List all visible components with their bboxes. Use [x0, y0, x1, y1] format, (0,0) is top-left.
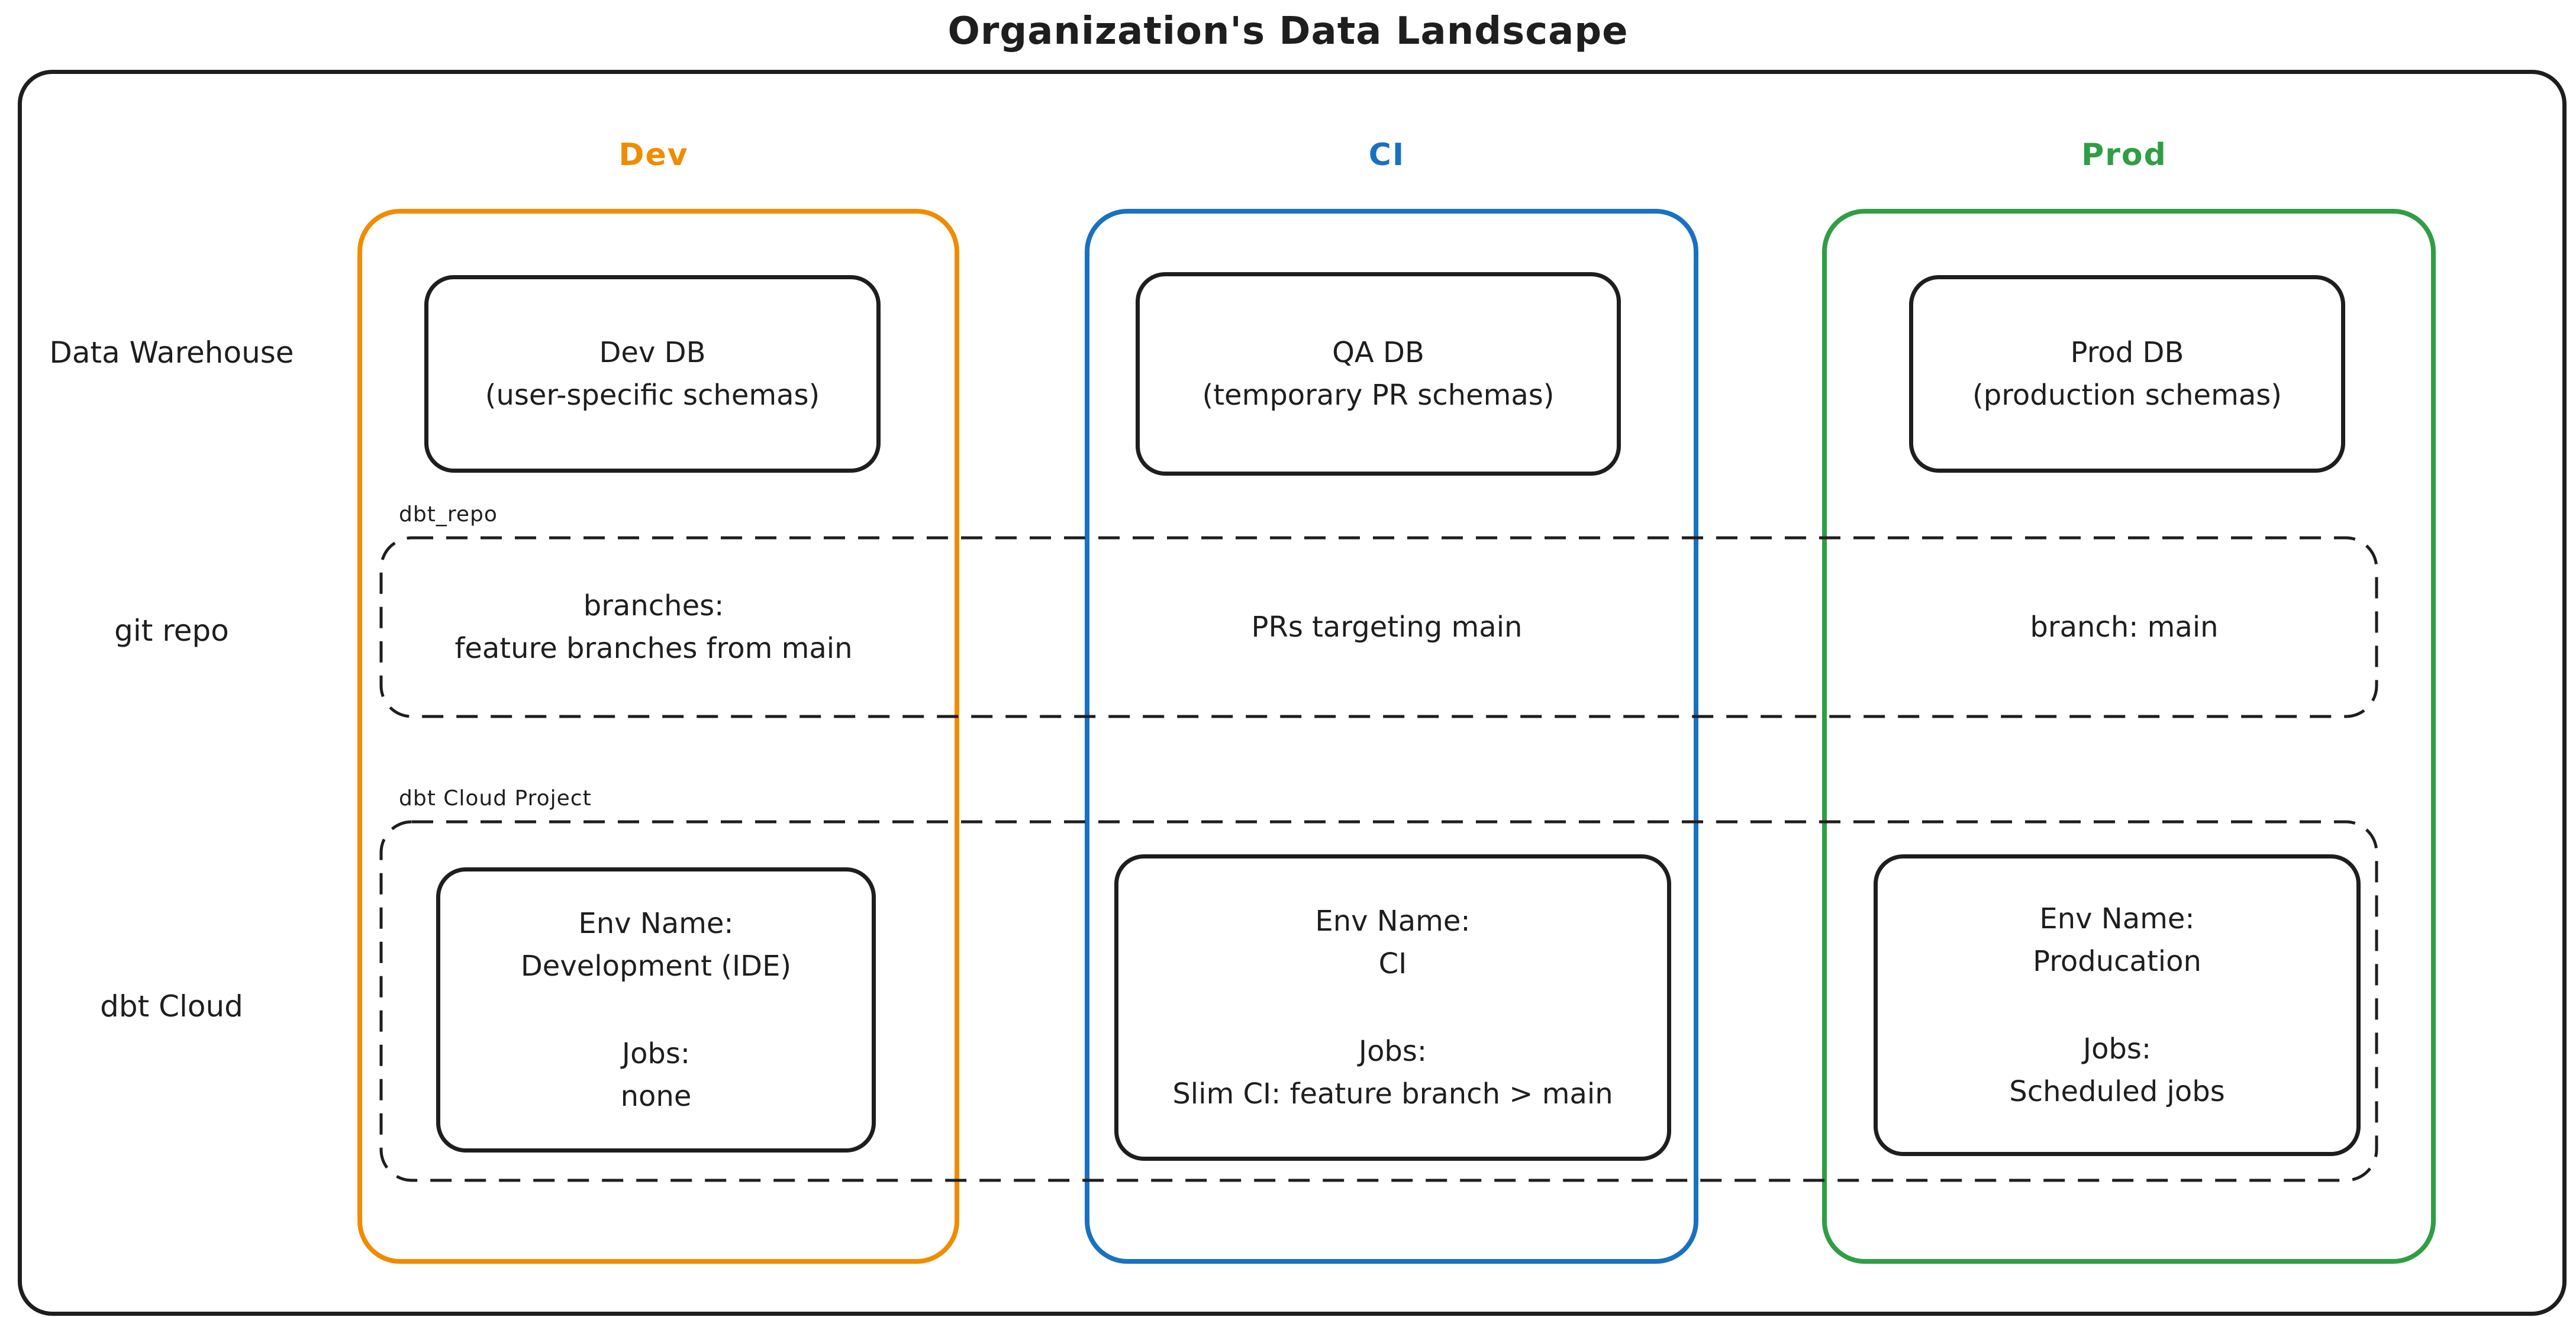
- ci-git-text: PRs targeting main: [1085, 535, 1689, 719]
- dev-environment-box: [357, 209, 959, 1264]
- dev-jobs-value: none: [620, 1080, 692, 1113]
- prod-db-title: Prod DB: [2070, 336, 2184, 369]
- prod-jobs-label: Jobs:: [2082, 1032, 2152, 1066]
- diagram-title: Organization's Data Landscape: [947, 9, 1629, 53]
- prod-db-subtitle: (production schemas): [1972, 379, 2282, 412]
- column-header-prod: Prod: [2081, 137, 2167, 173]
- qa-db-subtitle: (temporary PR schemas): [1202, 379, 1555, 412]
- dbt-cloud-project-dashed-band: dbt Cloud Project: [379, 786, 2379, 1183]
- ci-jobs-label: Jobs:: [1358, 1035, 1427, 1068]
- dashed-rect-dbt-cloud-project: [379, 820, 2378, 1182]
- column-header-dev: Dev: [618, 137, 689, 173]
- prod-environment-box: [1822, 209, 2436, 1264]
- prod-env-value: Producation: [2033, 945, 2201, 978]
- dev-db-subtitle: (user-specific schemas): [485, 379, 820, 412]
- row-label-dbt-cloud: dbt Cloud: [100, 989, 243, 1024]
- dev-db-node: Dev DB (user-specific schemas): [424, 275, 881, 473]
- qa-db-title: QA DB: [1332, 336, 1424, 369]
- ci-env-value: CI: [1378, 947, 1407, 980]
- prod-env-label: Env Name:: [2039, 902, 2195, 935]
- dev-git-text: branches: feature branches from main: [357, 535, 950, 719]
- dev-git-line2: feature branches from main: [454, 632, 853, 665]
- landscape-outer-box: [18, 70, 2567, 1316]
- column-header-ci: CI: [1368, 137, 1405, 173]
- git-repo-dashed-band: dbt_repo: [379, 502, 2379, 719]
- dbt-cloud-project-band-label: dbt Cloud Project: [399, 786, 592, 811]
- prod-db-node: Prod DB (production schemas): [1909, 275, 2345, 473]
- row-label-data-warehouse: Data Warehouse: [49, 335, 294, 370]
- prod-git-text: branch: main: [1822, 535, 2426, 719]
- dev-git-line1: branches:: [583, 589, 724, 622]
- prod-git-line1: branch: main: [2030, 611, 2219, 644]
- prod-jobs-value: Scheduled jobs: [2009, 1075, 2225, 1108]
- dev-jobs-label: Jobs:: [621, 1037, 691, 1070]
- dev-dbt-env-node: Env Name: Development (IDE) Jobs: none: [436, 867, 876, 1153]
- dev-db-title: Dev DB: [599, 336, 706, 369]
- ci-env-label: Env Name:: [1315, 905, 1471, 938]
- ci-jobs-value: Slim CI: feature branch > main: [1172, 1077, 1613, 1111]
- ci-git-line1: PRs targeting main: [1251, 611, 1523, 644]
- qa-db-node: QA DB (temporary PR schemas): [1136, 272, 1621, 476]
- ci-dbt-env-node: Env Name: CI Jobs: Slim CI: feature bran…: [1114, 854, 1671, 1161]
- dev-env-label: Env Name:: [578, 907, 734, 940]
- dev-env-value: Development (IDE): [520, 950, 792, 983]
- dashed-rect-git-repo: [379, 536, 2378, 718]
- git-repo-band-label: dbt_repo: [399, 502, 498, 527]
- row-label-git-repo: git repo: [114, 614, 229, 648]
- ci-environment-box: [1085, 209, 1698, 1264]
- prod-dbt-env-node: Env Name: Producation Jobs: Scheduled jo…: [1874, 854, 2361, 1156]
